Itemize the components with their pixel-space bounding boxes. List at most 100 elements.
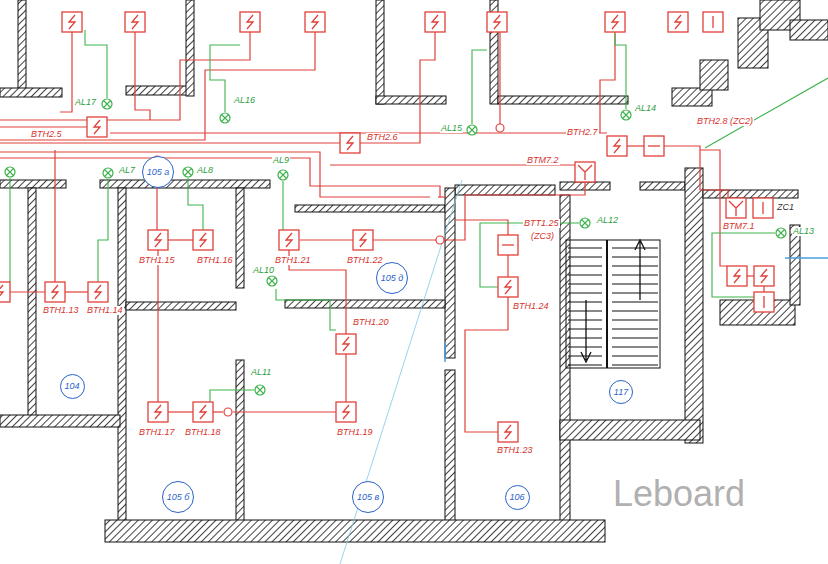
power-wire xyxy=(65,291,88,292)
wall xyxy=(126,302,236,310)
lamp-circle xyxy=(467,125,477,135)
wall xyxy=(100,180,270,188)
switch-box xyxy=(193,402,213,422)
room-number: 105 а xyxy=(142,156,174,188)
lamp-cross xyxy=(105,170,112,177)
stair-outline xyxy=(566,240,660,368)
device-label: ZC1 xyxy=(776,203,795,212)
switch-symbol xyxy=(605,12,625,32)
wall xyxy=(236,360,244,540)
switch-box xyxy=(193,230,213,250)
lighting-wire xyxy=(9,178,10,282)
device-label: BTH1.19 xyxy=(336,428,374,437)
wall xyxy=(700,60,728,90)
power-wire xyxy=(700,150,727,266)
power-wire xyxy=(135,32,150,120)
device-symbol xyxy=(703,12,723,32)
switch-symbol xyxy=(240,12,260,32)
power-wire xyxy=(213,411,223,412)
device-symbol xyxy=(575,162,595,182)
lamp-circle xyxy=(220,113,230,123)
stair-step xyxy=(612,284,658,285)
switch-bolt xyxy=(343,405,349,419)
switch-symbol xyxy=(305,12,325,32)
device-label: BTH1.23 xyxy=(496,446,534,455)
stair-arrow xyxy=(581,240,645,362)
power-wire xyxy=(455,220,508,235)
room-number: 105 д xyxy=(376,262,408,294)
switch-box xyxy=(279,230,299,250)
lighting-wire xyxy=(712,233,775,297)
power-wire xyxy=(465,297,508,432)
switch-symbol xyxy=(125,12,145,32)
stair-step xyxy=(612,329,658,330)
power-wire xyxy=(0,32,250,120)
switch-bolt xyxy=(0,285,3,299)
switch-box xyxy=(607,136,627,156)
switch-bolt xyxy=(69,15,75,29)
switch-symbol xyxy=(193,230,213,250)
device-mark xyxy=(648,145,660,146)
walls xyxy=(0,0,828,542)
lighting-wires xyxy=(10,30,828,402)
lamp-circle xyxy=(278,170,288,180)
device-mark xyxy=(712,16,713,28)
lighting-wire xyxy=(615,34,626,109)
power-wire xyxy=(60,32,72,112)
switch-box xyxy=(87,117,107,137)
device-symbol xyxy=(754,292,774,312)
switch-bolt xyxy=(675,15,681,29)
lamp-symbol xyxy=(278,170,288,180)
lamp-circle xyxy=(776,228,786,238)
lighting-wire xyxy=(85,30,107,98)
device-label: BTH1.13 xyxy=(42,306,80,315)
switch-box xyxy=(340,133,360,153)
room-number: 117 xyxy=(609,380,633,404)
switch-symbol xyxy=(498,277,518,297)
switch-symbol xyxy=(353,230,373,250)
lamp-cross xyxy=(582,220,589,227)
switch-bolt xyxy=(505,280,511,294)
device-label: BTM7.2 xyxy=(526,156,560,165)
switch-symbol xyxy=(193,402,213,422)
stair-step xyxy=(612,293,658,294)
switch-bolt xyxy=(761,269,767,283)
lamp-circle xyxy=(103,168,113,178)
power-wire xyxy=(0,158,440,197)
switch-symbol xyxy=(148,230,168,250)
room-number-text: 105 д xyxy=(381,274,404,283)
wall xyxy=(703,190,798,198)
power-wire xyxy=(0,126,87,127)
switch-box xyxy=(498,277,518,297)
room-number: 105 в xyxy=(352,481,384,513)
wall xyxy=(186,0,194,96)
device-mark xyxy=(578,165,592,180)
switch-symbol xyxy=(148,402,168,422)
switch-bolt xyxy=(155,405,161,419)
stair-step xyxy=(568,257,602,258)
device-symbol xyxy=(753,198,773,218)
lighting-wire xyxy=(210,390,254,402)
switch-bolt xyxy=(312,15,318,29)
power-wire xyxy=(507,255,508,277)
switch-symbol xyxy=(0,282,10,302)
switch-box xyxy=(336,402,356,422)
switches xyxy=(0,12,774,442)
switch-box xyxy=(148,402,168,422)
power-wire xyxy=(664,146,728,198)
lighting-wire xyxy=(472,50,487,124)
switch-symbol xyxy=(727,266,747,286)
wall xyxy=(295,205,445,212)
device-box xyxy=(644,136,664,156)
device-label: BTH2.6 xyxy=(366,133,399,142)
stair-step xyxy=(568,329,602,330)
wall xyxy=(118,188,126,538)
switch-bolt xyxy=(343,337,349,351)
lamp-symbol xyxy=(102,99,112,109)
staircase xyxy=(566,240,660,368)
room-number-text: 106 xyxy=(509,493,524,502)
device-mark xyxy=(762,202,763,214)
device-label: BTH1.17 xyxy=(138,428,176,437)
lamp-circle xyxy=(102,99,112,109)
power-wire xyxy=(157,250,158,402)
